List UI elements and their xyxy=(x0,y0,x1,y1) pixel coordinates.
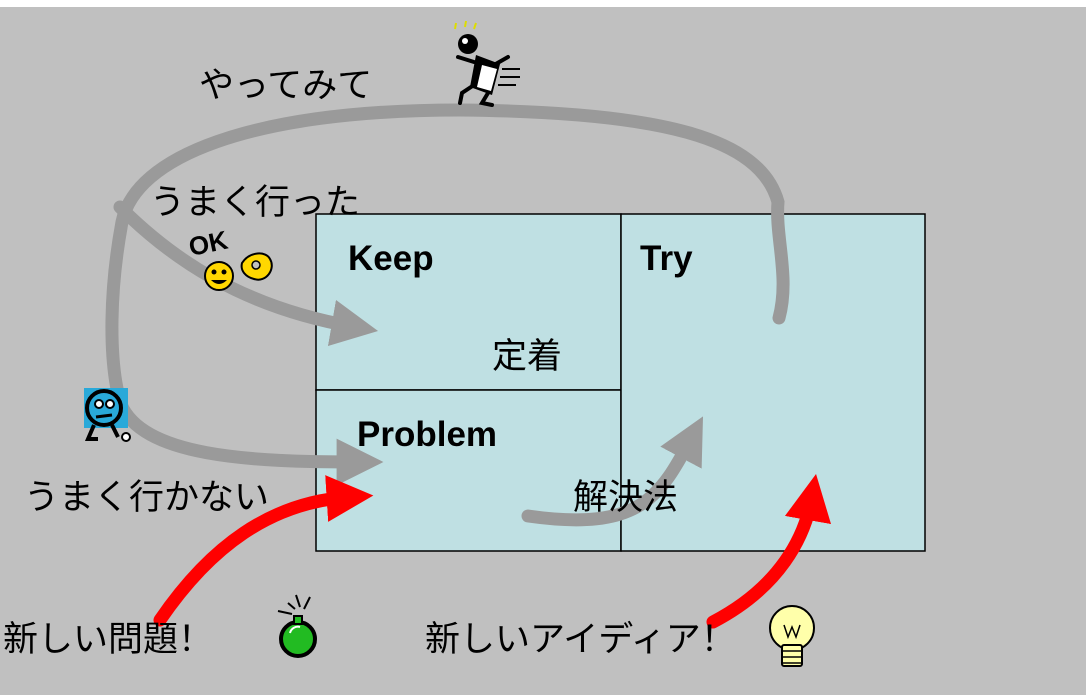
bomb-icon xyxy=(277,594,317,658)
new-problem-arrow xyxy=(153,475,374,627)
new-idea-label: 新しいアイディア！ xyxy=(425,620,736,660)
keep-title: Keep xyxy=(348,239,434,278)
ok-smiley-icon: OK xyxy=(186,225,273,291)
solution-arrow xyxy=(521,416,704,527)
new-problem-label: 新しい問題！ xyxy=(3,620,214,660)
light-bulb-icon xyxy=(769,605,815,667)
went-badly-label: うまく行かない xyxy=(24,478,270,518)
try-title: Try xyxy=(640,239,693,278)
running-man-icon xyxy=(454,20,520,107)
problem-title: Problem xyxy=(357,415,498,454)
slide-background: OK Keep 定着 Problem Try や xyxy=(0,7,1086,695)
worried-face-icon xyxy=(84,388,131,442)
svg-text:OK: OK xyxy=(186,225,231,262)
went-well-label: うまく行った xyxy=(150,183,361,223)
solution-label: 解決法 xyxy=(573,478,679,518)
try-it-label: やってみて xyxy=(199,66,373,106)
keep-caption: 定着 xyxy=(492,337,563,377)
new-idea-arrow xyxy=(706,473,832,629)
feedback-loop-arrow xyxy=(105,103,790,486)
kpt-diagram: OK xyxy=(84,20,926,667)
